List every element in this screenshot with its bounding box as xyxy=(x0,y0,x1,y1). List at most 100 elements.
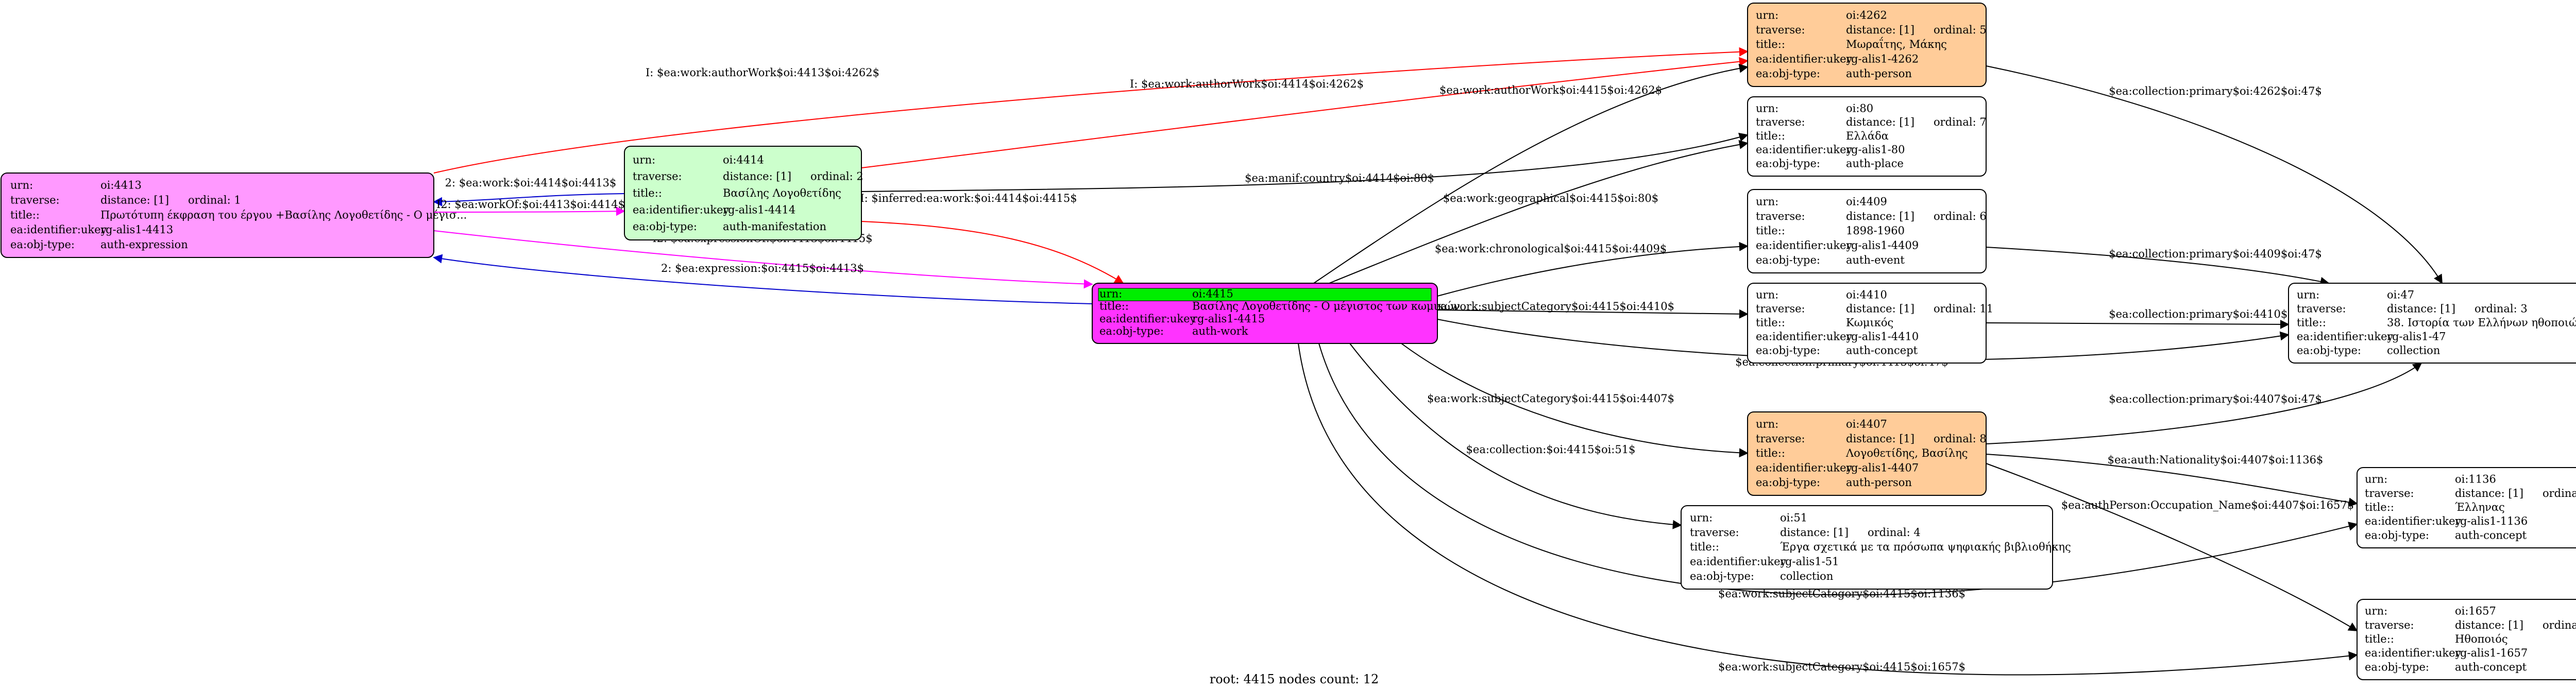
node-field-value: auth-concept xyxy=(2455,529,2527,541)
node-field-key: ea:obj-type: xyxy=(1756,157,1820,169)
edge-label-e7: I: $inferred:ea:work:$oi:4414$oi:4415$ xyxy=(860,192,1077,204)
node-field-value: auth-event xyxy=(1846,254,1905,266)
node-field-value: rg-alis1-1657 xyxy=(2455,647,2528,659)
node-field-value: rg-alis1-4410 xyxy=(1846,330,1919,342)
node-field-value: 1898-1960 xyxy=(1846,225,1905,237)
edge-label-e15: $ea:collection:$oi:4415$oi:51$ xyxy=(1466,443,1636,456)
node-field-value: Μωραΐτης, Μάκης xyxy=(1846,37,1947,50)
edge-label-e9: $ea:work:authorWork$oi:4415$oi:4262$ xyxy=(1439,84,1662,96)
node-field-value: collection xyxy=(1780,570,1833,582)
edge-label-e12: $ea:work:subjectCategory$oi:4415$oi:4410… xyxy=(1427,300,1674,313)
node-field-value: oi:4262 xyxy=(1846,9,1887,21)
node-field-value: auth-concept xyxy=(1846,344,1918,356)
node-field-key: traverse: xyxy=(1756,433,1805,445)
edge-label-e22: $ea:auth:Nationality$oi:4407$oi:1136$ xyxy=(2108,454,2324,466)
node-box xyxy=(624,146,862,240)
node-field-key: traverse: xyxy=(1690,526,1739,539)
node-field-extra: ordinal: 4 xyxy=(1868,526,1921,539)
edges-layer: I: $ea:work:authorWork$oi:4413$oi:4262$I… xyxy=(433,47,2443,676)
node-field-key: ea:obj-type: xyxy=(2365,529,2429,541)
node-field-key: title:: xyxy=(1756,130,1785,142)
node-field-key: traverse: xyxy=(1756,116,1805,128)
node-field-key: ea:identifier:ukey xyxy=(1756,330,1853,342)
edge-e2 xyxy=(861,57,1749,168)
node-field-key: ea:obj-type: xyxy=(1756,254,1820,266)
node-field-value: auth-manifestation xyxy=(723,220,826,233)
edge-label-e8: $ea:manif:country$oi:4414$oi:80$ xyxy=(1245,172,1434,184)
node-box xyxy=(1747,96,1987,177)
node-field-value: auth-person xyxy=(1846,476,1912,489)
node-field-key: traverse: xyxy=(10,194,60,206)
edge-label-e19: $ea:collection:primary$oi:4409$oi:47$ xyxy=(2109,248,2321,260)
node-field-value: distance: [1] xyxy=(100,194,169,206)
node-box xyxy=(1,173,434,258)
edge-e18 xyxy=(1986,65,2443,284)
node-field-key: traverse: xyxy=(2297,302,2346,315)
node-field-key: urn: xyxy=(1690,511,1713,524)
node-field-key: urn: xyxy=(1756,418,1778,430)
node-field-key: title:: xyxy=(10,209,40,221)
node-field-value: auth-concept xyxy=(2455,661,2527,673)
edge-label-e17: $ea:work:subjectCategory$oi:4415$oi:1657… xyxy=(1718,661,1965,673)
node-field-extra: ordinal: 6 xyxy=(1934,210,1987,222)
edge-e1 xyxy=(433,47,1749,174)
node-field-key: ea:identifier:ukey xyxy=(633,204,730,216)
node-field-key: urn: xyxy=(633,153,655,166)
edge-e11 xyxy=(1437,242,1749,297)
node-field-key: urn: xyxy=(10,179,33,192)
node-field-key: ea:identifier:ukey xyxy=(2365,647,2462,659)
edge-label-e3: 2: $ea:work:$oi:4414$oi:4413$ xyxy=(445,177,617,189)
node-field-key: ea:obj-type: xyxy=(1690,570,1754,582)
node-field-value: distance: [1] xyxy=(1846,24,1914,36)
node-field-value: rg-alis1-47 xyxy=(2387,330,2446,342)
node-field-key: urn: xyxy=(1756,102,1778,114)
edge-label-e2: I: $ea:work:authorWork$oi:4414$oi:4262$ xyxy=(1130,78,1364,90)
node-field-value: Ηθοποιός xyxy=(2455,633,2508,645)
node-field-value: auth-expression xyxy=(100,238,188,251)
edge-label-e6: 2: $ea:expression:$oi:4415$oi:4413$ xyxy=(661,262,864,274)
node-field-value: 38. Ιστορία των Ελλήνων ηθοποιών xyxy=(2387,316,2576,329)
edge-e4 xyxy=(433,206,625,216)
node-field-value: distance: [1] xyxy=(1846,302,1914,315)
node-field-key: traverse: xyxy=(2365,619,2414,631)
node-field-extra: ordinal: 8 xyxy=(1934,433,1987,445)
node-field-value: rg-alis1-1136 xyxy=(2455,515,2528,527)
edge-e3 xyxy=(433,193,625,206)
edge-e15 xyxy=(1349,343,1682,529)
node-field-key: ea:obj-type: xyxy=(2365,661,2429,673)
node-field-key: title:: xyxy=(633,187,662,199)
node-box xyxy=(1747,3,1987,87)
edge-label-e4: I2: $ea:workOf:$oi:4413$oi:4414$ xyxy=(436,198,625,211)
node-field-key: ea:obj-type: xyxy=(1756,67,1820,80)
edge-label-e18: $ea:collection:primary$oi:4262$oi:47$ xyxy=(2109,85,2321,97)
node-box xyxy=(2357,467,2576,548)
node-field-key: title:: xyxy=(1756,225,1785,237)
node-field-key: traverse: xyxy=(2365,487,2414,499)
node-field-value: Ελλάδα xyxy=(1846,130,1889,142)
node-field-extra: ordinal: 7 xyxy=(1934,116,1987,128)
edge-label-e21: $ea:collection:primary$oi:4407$oi:47$ xyxy=(2109,393,2321,405)
node-box xyxy=(1747,189,1987,273)
edge-e16 xyxy=(1318,343,2358,596)
node-box xyxy=(1681,505,2053,590)
node-field-value: oi:4407 xyxy=(1846,418,1887,430)
edge-e17 xyxy=(1298,343,2358,676)
edge-e21 xyxy=(1986,362,2422,444)
edge-label-e20: $ea:collection:primary$oi:4410$oi:47$ xyxy=(2109,308,2321,320)
node-field-value: Έλληνας xyxy=(2455,501,2505,513)
node-field-key: traverse: xyxy=(633,170,682,183)
node-field-value: auth-place xyxy=(1846,157,1904,169)
node-field-key: title:: xyxy=(2297,316,2326,329)
